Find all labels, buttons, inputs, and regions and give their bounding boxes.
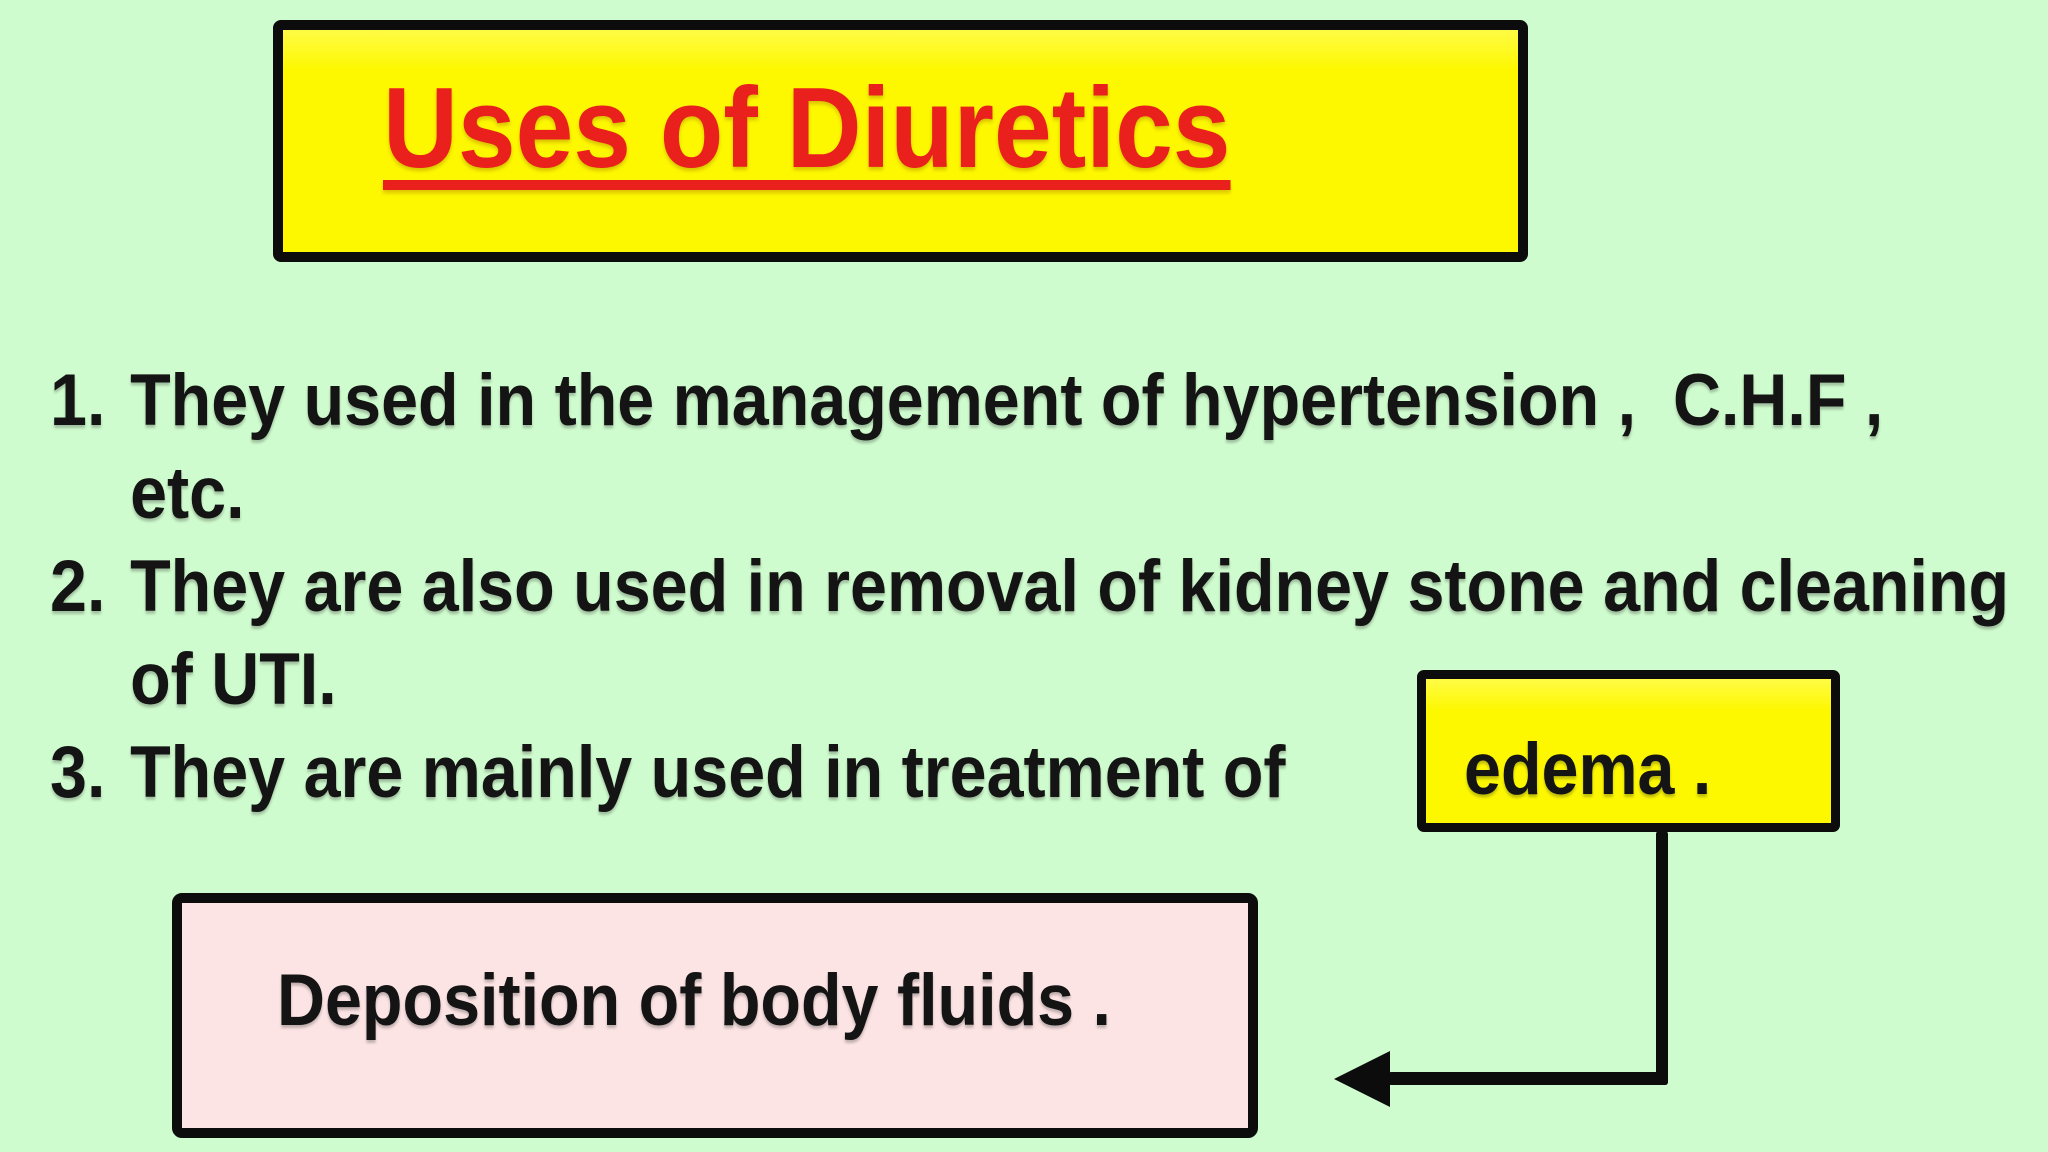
list-item-3: 3. They are mainly used in treatment of bbox=[50, 726, 2009, 819]
list-item-line: They are also used in removal of kidney … bbox=[130, 546, 2010, 627]
deposition-box: Deposition of body fluids . bbox=[172, 893, 1258, 1138]
list-item-2: 2. They are also used in removal of kidn… bbox=[50, 540, 2009, 726]
list-item-text: They are also used in removal of kidney … bbox=[130, 540, 2009, 726]
list-item-number: 3. bbox=[50, 732, 106, 813]
connector-arrow-horizontal-segment bbox=[1388, 1072, 1668, 1085]
connector-arrow-vertical-segment bbox=[1656, 831, 1668, 1085]
list-item-line: They used in the management of hypertens… bbox=[130, 360, 1884, 441]
edema-label: edema . bbox=[1464, 728, 1712, 810]
arrow-left-icon bbox=[1334, 1051, 1390, 1107]
list-item-1: 1. They used in the management of hypert… bbox=[50, 354, 2009, 540]
list-item-line: of UTI. bbox=[130, 639, 337, 720]
list-item-number: 2. bbox=[50, 546, 106, 627]
deposition-label: Deposition of body fluids . bbox=[277, 960, 1112, 1041]
uses-list: 1. They used in the management of hypert… bbox=[50, 354, 2048, 819]
edema-box: edema . bbox=[1417, 670, 1840, 832]
title-box: Uses of Diuretics bbox=[273, 20, 1528, 262]
list-item-number: 1. bbox=[50, 360, 106, 441]
page-title: Uses of Diuretics bbox=[383, 65, 1231, 192]
list-item-line: They are mainly used in treatment of bbox=[130, 732, 1286, 813]
list-item-text: They are mainly used in treatment of bbox=[130, 726, 1285, 819]
list-item-line: etc. bbox=[130, 453, 245, 534]
list-item-text: They used in the management of hypertens… bbox=[130, 354, 1883, 540]
